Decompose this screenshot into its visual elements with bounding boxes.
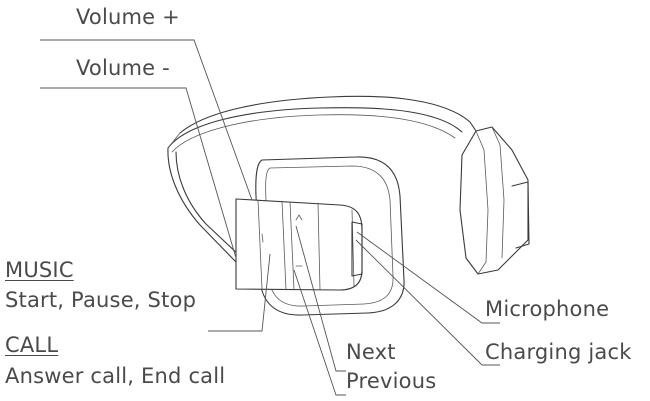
leader-next <box>295 225 346 372</box>
leader-microphone <box>356 231 500 324</box>
leader-previous <box>293 269 346 396</box>
right-earcup <box>459 126 530 275</box>
leader-volume-up <box>40 39 253 201</box>
control-panel <box>235 198 363 291</box>
label-charging-jack: Charging jack <box>485 340 632 364</box>
label-call-heading: CALL <box>5 333 59 357</box>
label-volume-up: Volume + <box>76 5 180 29</box>
leader-lines <box>40 39 500 396</box>
label-volume-down: Volume - <box>76 56 170 80</box>
headband <box>167 95 477 263</box>
leader-charging-jack <box>355 239 500 366</box>
label-next: Next <box>346 340 396 364</box>
label-previous: Previous <box>346 369 437 393</box>
label-call-desc: Answer call, End call <box>5 364 226 388</box>
label-microphone: Microphone <box>485 297 610 321</box>
leader-music-call <box>208 253 271 332</box>
leader-volume-down <box>40 87 237 259</box>
label-music-desc: Start, Pause, Stop <box>5 288 197 312</box>
label-music-heading: MUSIC <box>5 258 74 282</box>
